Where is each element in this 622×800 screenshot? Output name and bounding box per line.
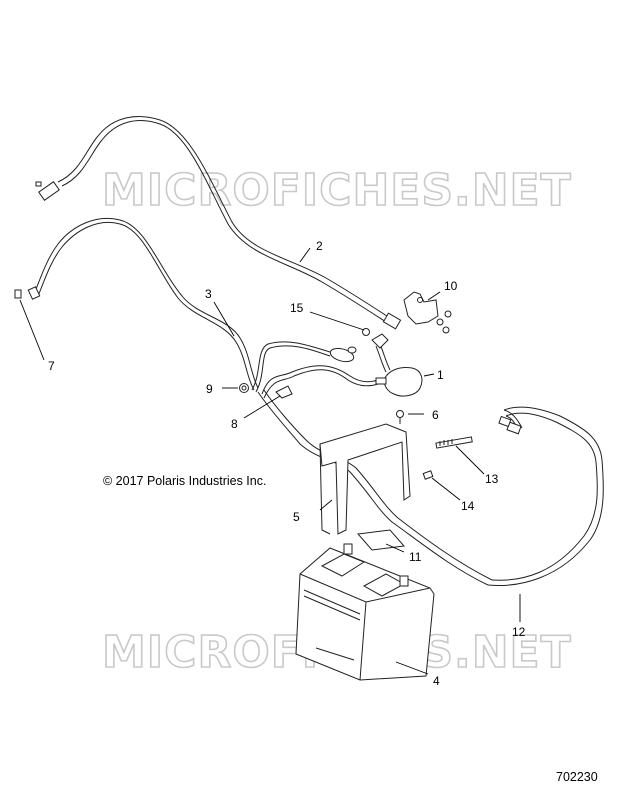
callout-13: 13 <box>485 472 499 486</box>
part-8-clip <box>275 385 293 399</box>
part-11-pad <box>357 529 405 551</box>
part-10-bracket <box>403 291 452 334</box>
callout-5: 5 <box>293 510 300 524</box>
part-15-nut <box>362 328 389 349</box>
callout-3: 3 <box>205 287 212 301</box>
callout-10: 10 <box>444 279 458 293</box>
callout-14: 14 <box>461 499 475 513</box>
callout-11: 11 <box>409 550 422 564</box>
callout-8: 8 <box>231 417 238 431</box>
part-7-terminal <box>14 289 22 299</box>
part-1-cover <box>375 343 423 397</box>
watermark-top: MICROFICHES.NET <box>102 165 572 216</box>
callout-15: 15 <box>290 301 304 315</box>
part-13-strap <box>435 436 473 449</box>
leader-lines <box>19 247 521 675</box>
copyright-text: © 2017 Polaris Industries Inc. <box>103 474 266 488</box>
part-6-screw <box>396 410 404 424</box>
diagram-number: 702230 <box>556 770 598 784</box>
callout-12: 12 <box>512 625 526 639</box>
cable-2 <box>35 116 402 330</box>
callout-4: 4 <box>433 674 440 688</box>
part-4-battery <box>295 543 435 681</box>
callout-2: 2 <box>316 239 323 253</box>
cable-3 <box>27 218 259 391</box>
callout-7: 7 <box>48 359 55 373</box>
cable-12 <box>487 406 604 586</box>
callout-1: 1 <box>437 368 444 382</box>
callout-9: 9 <box>206 382 213 396</box>
callout-6: 6 <box>432 408 439 422</box>
part-14-tie <box>422 470 434 480</box>
part-5-bracket <box>319 423 411 535</box>
battery-cable-harness <box>251 341 493 586</box>
part-9-bolt <box>239 383 249 393</box>
